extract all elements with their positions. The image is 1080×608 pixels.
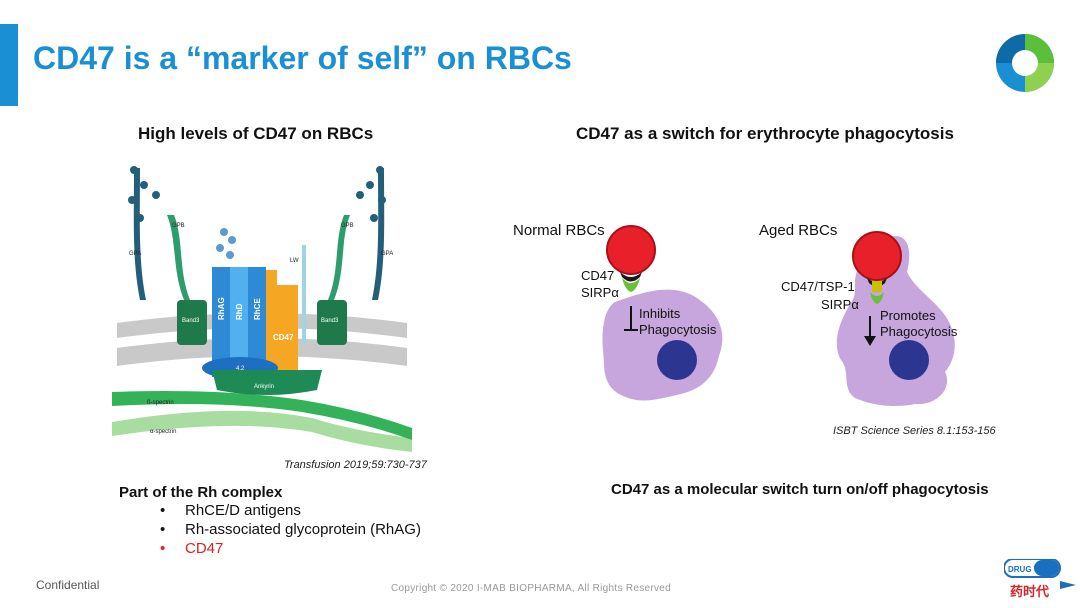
left-citation: Transfusion 2019;59:730-737 — [284, 459, 427, 471]
band3-right-label: Band3 — [321, 318, 339, 324]
normal-effect-line2: Phagocytosis — [639, 322, 717, 337]
copyright-notice: Copyright © 2020 I-MAB BIOPHARMA, All Ri… — [391, 583, 671, 594]
list-item: •RhCE/D antigens — [160, 502, 301, 519]
cd47-diagram-label: CD47 — [273, 333, 294, 342]
rhag-label: RhAG — [217, 297, 226, 320]
normal-rbc-panel: Normal RBCs CD47 SIRPα Inhibits Phagocyt… — [513, 222, 722, 400]
normal-effect-line1: Inhibits — [639, 306, 681, 321]
aged-effect-line2: Phagocytosis — [880, 324, 958, 339]
aged-cd47-label: CD47/TSP-1 — [781, 279, 855, 294]
alpha-spectrin-label: α-spectrin — [150, 429, 176, 435]
company-logo-icon — [994, 32, 1056, 94]
protein42-label: 4.2 — [236, 366, 245, 372]
rhce-label: RhCE — [253, 298, 262, 320]
watermark-bottom-text: 药时代 — [1010, 584, 1049, 600]
aged-sirpa-label: SIRPα — [821, 297, 859, 312]
aged-rbc-panel: Aged RBCs CD47/TSP-1 SIRPα Promotes Phag… — [759, 222, 958, 406]
gpa-left-label: GPA — [129, 251, 141, 257]
beta-spectrin-label: ß-spectrin — [147, 400, 174, 406]
drug-times-watermark: DRUG TIMES 药时代 — [1004, 559, 1076, 605]
list-item-highlighted: •CD47 — [160, 540, 223, 557]
rh-complex-heading: Part of the Rh complex — [119, 484, 282, 501]
right-citation: ISBT Science Series 8.1:153-156 — [833, 425, 996, 437]
lw-label: LW — [290, 258, 299, 264]
list-item: •Rh-associated glycoprotein (RhAG) — [160, 521, 421, 538]
right-summary: CD47 as a molecular switch turn on/off p… — [611, 481, 989, 498]
gpa-right-label: GPA — [381, 251, 393, 257]
normal-cd47-label: CD47 — [581, 268, 614, 283]
rhd-label: RhD — [235, 303, 244, 320]
slide-title: CD47 is a “marker of self” on RBCs — [33, 40, 572, 77]
left-panel-heading: High levels of CD47 on RBCs — [138, 124, 373, 144]
ankyrin-label: Ankyrin — [254, 384, 274, 390]
aged-rbc-label: Aged RBCs — [759, 222, 837, 239]
gpb-right-label: GPB — [341, 223, 354, 229]
band3-left-label: Band3 — [182, 318, 200, 324]
rh-complex-diagram: GPA GPB GPB GPA LW ß-spectrin α-spectrin… — [112, 160, 412, 460]
phagocytosis-switch-diagram: Normal RBCs CD47 SIRPα Inhibits Phagocyt… — [505, 210, 1025, 430]
normal-rbc-label: Normal RBCs — [513, 222, 605, 239]
aged-effect-line1: Promotes — [880, 308, 936, 323]
right-panel-heading: CD47 as a switch for erythrocyte phagocy… — [576, 124, 954, 144]
gpb-left-label: GPB — [172, 223, 185, 229]
normal-sirpa-label: SIRPα — [581, 285, 619, 300]
confidential-label: Confidential — [36, 578, 99, 592]
title-accent-bar — [0, 24, 18, 106]
watermark-top-text: DRUG TIMES — [1008, 565, 1059, 574]
